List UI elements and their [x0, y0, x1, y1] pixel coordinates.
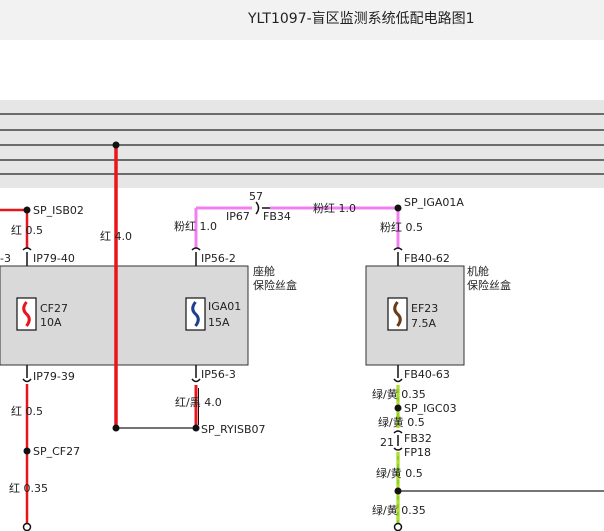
label-sp-ryisb07: SP_RYISB07 — [201, 423, 266, 436]
label-red-black-40: 红/黑 4.0 — [175, 396, 222, 409]
label-ip79-40: IP79-40 — [33, 252, 75, 265]
fuse-iga01-rating: 15A — [208, 316, 230, 329]
power-bus-lines — [0, 113, 604, 175]
label-red-05-bottom: 红 0.5 — [11, 405, 43, 418]
label-fb34: FB34 — [263, 210, 291, 223]
power-bus-band — [0, 100, 604, 188]
connector-ip79-39 — [22, 365, 32, 383]
label-gy-035-b: 绿/黄 0.35 — [372, 503, 426, 517]
label-fp18: FP18 — [404, 446, 431, 459]
label-gy-035-a: 绿/黄 0.35 — [372, 387, 426, 401]
connector-bottom-right — [393, 522, 403, 531]
label-fb40-62: FB40-62 — [404, 252, 450, 265]
fuse-iga01-name: IGA01 — [208, 300, 241, 313]
connector-fb40-62 — [393, 247, 403, 266]
label-pink-05: 粉红 0.5 — [380, 221, 423, 234]
label-pink-10-left: 粉红 1.0 — [174, 220, 217, 233]
connector-ip79-40 — [22, 247, 32, 266]
cabin-fuse-box — [0, 265, 249, 366]
label-fb40-63: FB40-63 — [404, 368, 450, 381]
label-ip56-2: IP56-2 — [201, 252, 236, 265]
fuse-ef23-rating: 7.5A — [411, 317, 436, 330]
label-ip67: IP67 — [226, 210, 250, 223]
inline-connector-ip67-fb34 — [255, 201, 270, 215]
label-red-035: 红 0.35 — [9, 482, 48, 495]
cabin-box-name-2: 保险丝盒 — [253, 278, 297, 292]
fuse-iga01-element — [191, 301, 200, 327]
diagram-title: YLT1097-盲区监测系统低配电路图1 — [248, 11, 475, 27]
splice-sp-isb02 — [23, 206, 31, 214]
connector-ip56-3 — [191, 365, 201, 383]
splice-sp-cf27 — [23, 447, 31, 455]
bus-tap-point — [112, 141, 120, 149]
label-pink-10-mid: 粉红 1.0 — [313, 202, 356, 215]
fuse-ef23-element — [393, 301, 402, 327]
splice-sp-igc03 — [394, 404, 402, 412]
label-red-40: 红 4.0 — [100, 230, 132, 243]
label-sp-iga01a: SP_IGA01A — [404, 196, 464, 209]
engine-box-name-2: 保险丝盒 — [467, 278, 511, 292]
engine-box-name-1: 机舱 — [467, 264, 489, 278]
label-sp-cf27: SP_CF27 — [33, 445, 80, 458]
fuse-ef23-name: EF23 — [411, 302, 438, 315]
splice-sp-ryisb07 — [192, 424, 200, 432]
label-sp-isb02: SP_ISB02 — [33, 204, 84, 217]
label-57: 57 — [249, 190, 263, 203]
label-red-05-top: 红 0.5 — [11, 224, 43, 237]
connector-fb40-63 — [393, 365, 403, 383]
label-gy-05-a: 绿/黄 0.5 — [378, 415, 425, 429]
label-21: 21 — [380, 436, 394, 449]
label-ip56-3: IP56-3 — [201, 368, 236, 381]
label-sp-igc03: SP_IGC03 — [404, 402, 457, 415]
label-ip79-39: IP79-39 — [33, 370, 75, 383]
header-bar: YLT1097-盲区监测系统低配电路图1 — [0, 0, 604, 40]
cabin-box-name-1: 座舱 — [253, 264, 275, 278]
connector-fb32-fp18 — [393, 430, 403, 451]
engine-fuse-box — [365, 265, 465, 366]
fuse-cf27-name: CF27 — [40, 302, 68, 315]
fuse-cf27-rating: 10A — [40, 316, 62, 329]
splice-sp-iga01a — [394, 204, 402, 212]
label-gy-05-b: 绿/黄 0.5 — [376, 466, 423, 480]
label-fb32: FB32 — [404, 432, 432, 445]
label-dash3: -3 — [0, 252, 11, 265]
splice-bottom-right — [394, 487, 402, 495]
connector-ip56-2 — [191, 247, 201, 266]
fuse-cf27-element — [22, 301, 31, 327]
splice-trunk-bottom — [112, 424, 120, 432]
connector-bottom-left — [22, 522, 32, 531]
